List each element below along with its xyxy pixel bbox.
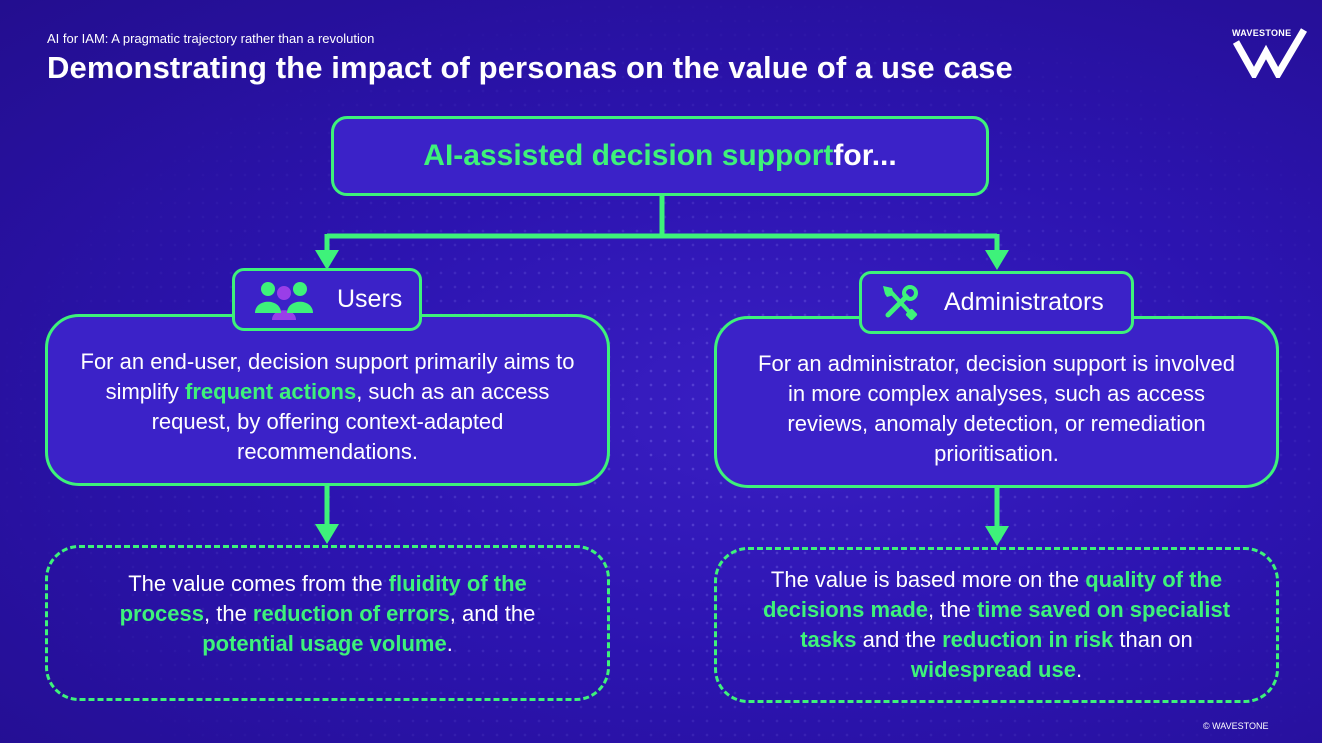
users-value-highlight-3: potential usage volume [202, 631, 447, 656]
decision-support-suffix: for... [833, 139, 897, 172]
users-icon [255, 281, 313, 320]
users-desc-text-1: For an end-user, decision support primar… [80, 349, 575, 404]
administrators-value-box: The value is based more on the quality o… [714, 547, 1279, 703]
users-desc-text-2: , such as an access request, by offering… [151, 379, 550, 464]
admin-value-text-1: The value is based more on the [770, 567, 1086, 592]
users-desc-highlight: frequent actions [185, 379, 357, 404]
administrators-description: For an administrator, decision support i… [714, 316, 1279, 488]
tools-icon [883, 284, 918, 320]
users-value-box: The value comes from the fluidity of the… [45, 545, 610, 701]
users-persona-label: Users [232, 268, 422, 331]
decision-support-highlight: AI-assisted decision support [423, 139, 834, 172]
users-label-text: Users [337, 285, 403, 313]
admin-value-text-5: . [1075, 657, 1083, 682]
page-title: Demonstrating the impact of personas on … [47, 50, 1013, 85]
copyright-footer: © WAVESTONE [1203, 721, 1269, 731]
admin-value-highlight-2: time saved on specialist tasks [800, 597, 1231, 652]
users-value-text-4: . [446, 631, 453, 656]
admin-value-text-3: and the [856, 627, 943, 652]
admin-value-text-4: than on [1113, 627, 1193, 652]
users-value-text-2: , the [204, 601, 253, 626]
deck-subtitle: AI for IAM: A pragmatic trajectory rathe… [47, 31, 375, 46]
admin-value-highlight-3: reduction in risk [942, 627, 1114, 652]
users-value-text-1: The value comes from the [128, 571, 389, 596]
administrators-persona-label: Administrators [859, 271, 1134, 334]
administrators-desc-text: For an administrator, decision support i… [758, 351, 1235, 466]
users-description: For an end-user, decision support primar… [45, 314, 610, 486]
users-value-highlight-2: reduction of errors [252, 601, 450, 626]
admin-value-text-2: , the [928, 597, 977, 622]
users-value-text-3: , and the [449, 601, 536, 626]
decision-support-box: AI-assisted decision support for... [331, 116, 989, 196]
logo-text: WAVESTONE [1232, 28, 1292, 38]
admin-value-highlight-4: widespread use [910, 657, 1076, 682]
administrators-label-text: Administrators [944, 288, 1104, 316]
users-value-highlight-1: fluidity of the process [119, 571, 527, 626]
wavestone-logo [1232, 28, 1308, 78]
admin-value-highlight-1: quality of the decisions made [762, 567, 1223, 622]
